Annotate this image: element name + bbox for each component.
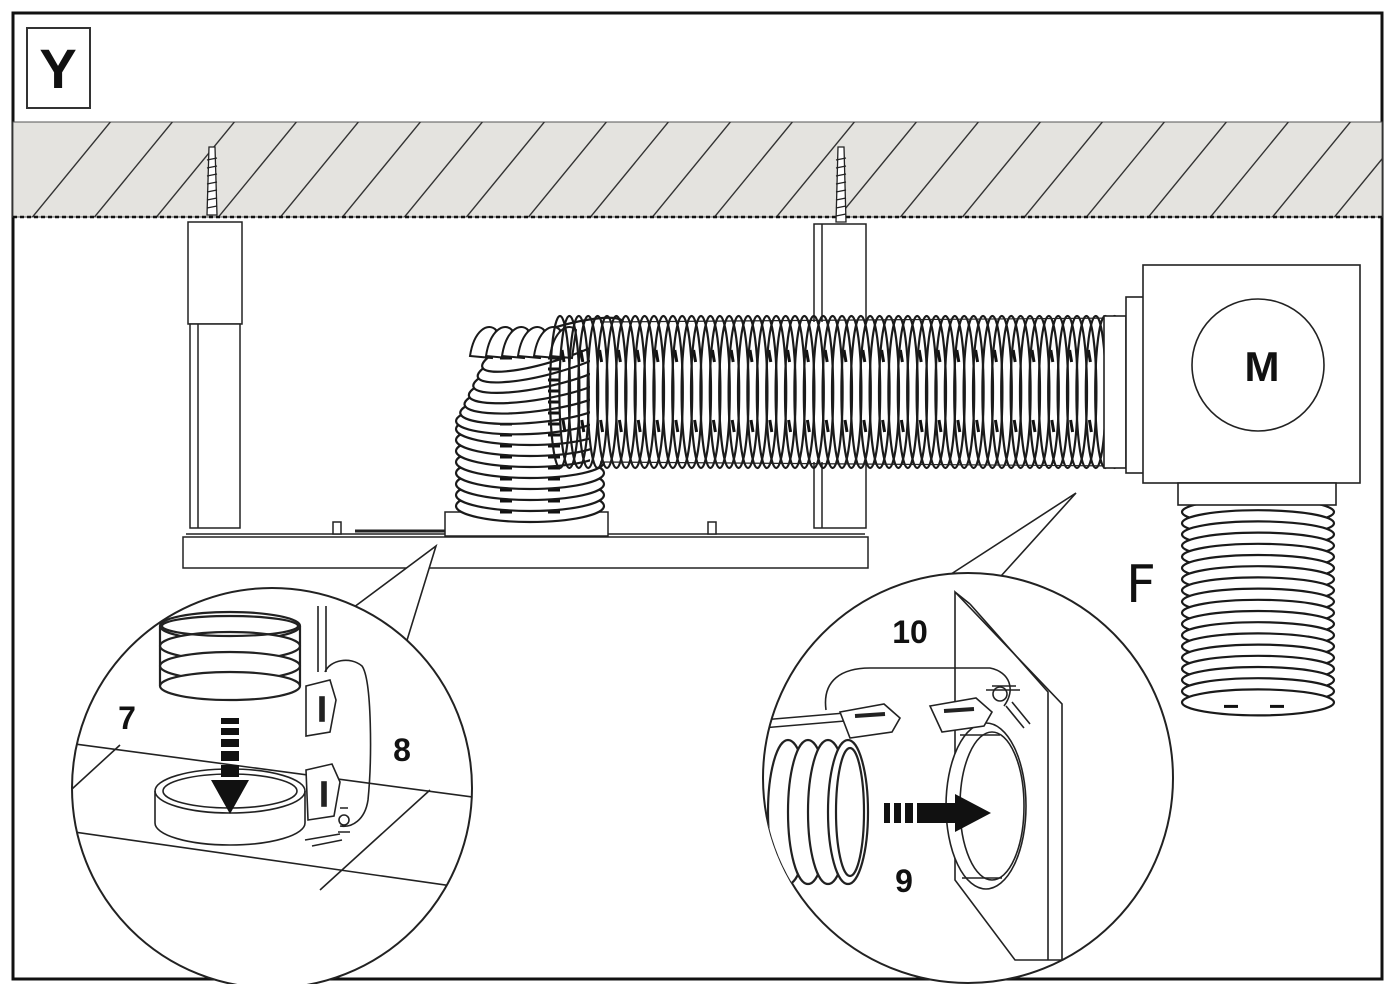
right-arrow-icon bbox=[884, 794, 991, 832]
detail-circle-left bbox=[71, 587, 473, 984]
outlet-label: F bbox=[1126, 555, 1156, 615]
step-9-label: 9 bbox=[895, 863, 913, 899]
figure-label: Y bbox=[39, 37, 76, 100]
motor-label: M bbox=[1245, 343, 1280, 390]
detail-circle-right bbox=[762, 572, 1174, 984]
outer-frame bbox=[11, 11, 1384, 981]
support-column-left bbox=[187, 221, 243, 529]
motor-box bbox=[1125, 264, 1361, 506]
callout-pointer-right bbox=[927, 492, 1077, 590]
step-8-label: 8 bbox=[393, 732, 411, 768]
step-7-label: 7 bbox=[118, 700, 136, 736]
anchor-screw-right bbox=[835, 146, 847, 223]
step-10-label: 10 bbox=[892, 614, 928, 650]
hood-base-plate bbox=[182, 511, 869, 569]
down-arrow-icon bbox=[211, 718, 249, 814]
figure-label-box: Y bbox=[26, 27, 91, 109]
motor-circle bbox=[1191, 298, 1325, 432]
anchor-screw-left bbox=[206, 146, 218, 216]
flexible-duct-outlet bbox=[1180, 497, 1336, 717]
flexible-duct-horizontal bbox=[548, 314, 1127, 470]
ceiling bbox=[12, 121, 1383, 219]
